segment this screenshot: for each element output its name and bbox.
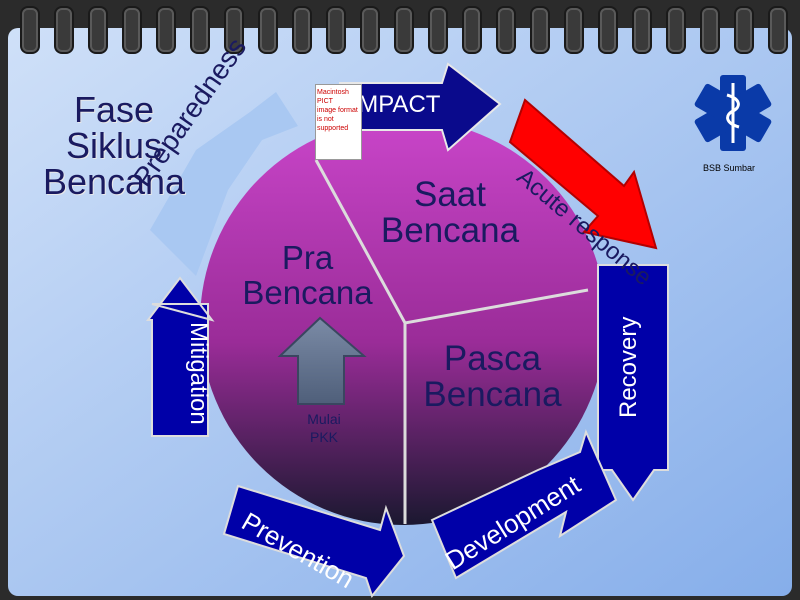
- binder-ring: [532, 8, 548, 52]
- slide-title: Fase Siklus Bencana: [34, 92, 194, 200]
- start-line-1: Mulai: [307, 411, 341, 427]
- title-line-1: Fase: [73, 89, 155, 130]
- binder-ring: [260, 8, 276, 52]
- binder-ring: [328, 8, 344, 52]
- binder-ring: [362, 8, 378, 52]
- placeholder-text: Macintosh PICT image format is not suppo…: [317, 89, 358, 132]
- sector-saat-line-2: Bencana: [380, 211, 520, 250]
- star-of-life-icon: [694, 75, 772, 151]
- binder-ring: [600, 8, 616, 52]
- prevention-arrow: [222, 484, 406, 599]
- start-line-2: PKK: [309, 429, 338, 445]
- sector-pra-line-1: Pra: [281, 239, 334, 276]
- sector-pra-line-2: Bencana: [242, 274, 373, 311]
- binder-ring: [56, 8, 72, 52]
- binder-ring: [90, 8, 106, 52]
- sector-saat-line-1: Saat: [414, 175, 486, 214]
- sector-saat-bencana: Saat Bencana: [375, 177, 525, 249]
- title-line-3: Bencana: [42, 161, 186, 202]
- start-label: Mulai PKK: [296, 410, 352, 446]
- binder-ring: [566, 8, 582, 52]
- binder-ring: [158, 8, 174, 52]
- binder-ring: [498, 8, 514, 52]
- binder-ring: [124, 8, 140, 52]
- binder-ring: [430, 8, 446, 52]
- binder-ring: [634, 8, 650, 52]
- binder-ring: [396, 8, 412, 52]
- sector-pra-bencana: Pra Bencana: [230, 240, 385, 310]
- binder-ring: [226, 8, 242, 52]
- logo-caption: BSB Sumbar: [703, 163, 756, 173]
- title-line-2: Siklus: [65, 125, 163, 166]
- sector-pasca-line-1: Pasca: [443, 339, 542, 378]
- binder-ring: [770, 8, 786, 52]
- mitigation-label: Mitigation: [185, 322, 212, 425]
- sector-pasca-bencana: Pasca Bencana: [415, 341, 570, 413]
- sector-pasca-line-2: Bencana: [423, 375, 562, 414]
- binder-ring: [192, 8, 208, 52]
- preparedness-arrow: [150, 92, 298, 276]
- binder-ring: [294, 8, 310, 52]
- impact-label: IMPACT: [351, 91, 441, 118]
- acute-response-arrow: [508, 98, 658, 250]
- binder-ring: [464, 8, 480, 52]
- binder-ring: [736, 8, 752, 52]
- recovery-label: Recovery: [615, 316, 642, 418]
- binder-ring: [668, 8, 684, 52]
- binder-ring: [702, 8, 718, 52]
- image-placeholder: Macintosh PICT image format is not suppo…: [315, 84, 362, 160]
- mitigation-arrow: [145, 276, 215, 437]
- development-arrow: [430, 429, 618, 580]
- start-arrow: [277, 316, 367, 405]
- binder-ring: [22, 8, 38, 52]
